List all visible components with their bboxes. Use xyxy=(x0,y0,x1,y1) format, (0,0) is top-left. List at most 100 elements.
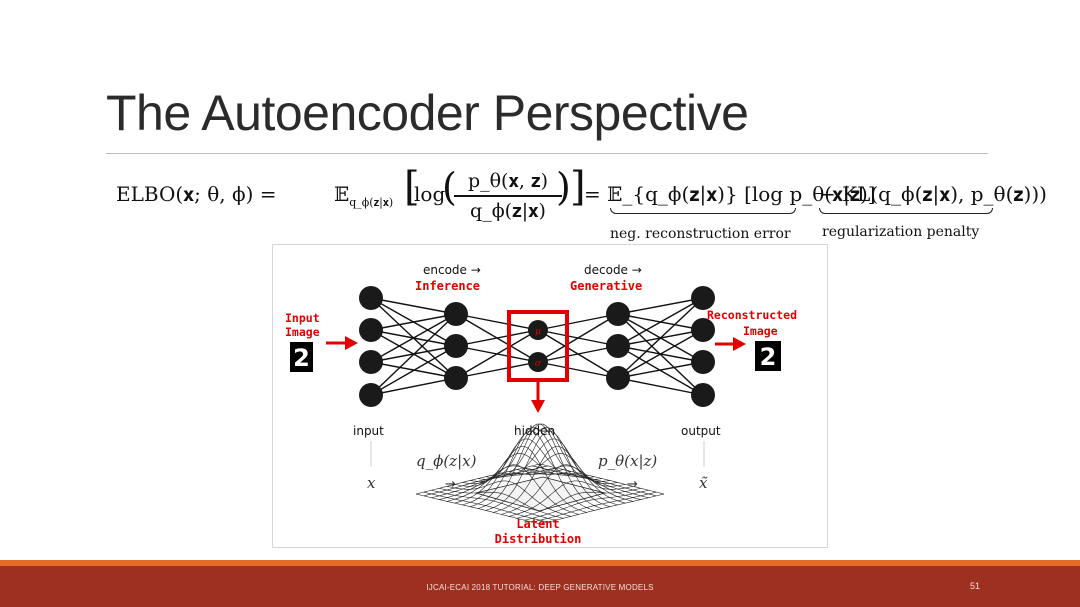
mesh-line-14-1 xyxy=(431,489,556,521)
node-encoder-2 xyxy=(444,366,468,390)
mesh-line-11-1 xyxy=(454,464,579,515)
edge-decoder-2-output-3 xyxy=(617,377,704,396)
q-phi-label: q_ϕ(z|x) xyxy=(416,452,477,470)
title-divider xyxy=(106,153,988,154)
node-input-3 xyxy=(359,383,383,407)
edge-encoder-1-latent-0 xyxy=(455,329,539,347)
mesh-line-15-1 xyxy=(423,491,548,523)
edge-decoder-2-output-2 xyxy=(617,361,704,379)
elbo-equation: ELBO(𝐱; θ, ϕ) = 𝔼q_ϕ(𝐳|𝐱) [ log ( p_θ(𝐱,… xyxy=(116,164,1047,248)
slide-title: The Autoencoder Perspective xyxy=(106,85,749,141)
latent-gaussian-surface xyxy=(415,423,665,525)
hidden-arrow-head xyxy=(531,400,545,413)
node-decoder-1 xyxy=(606,334,630,358)
output-arrow-head xyxy=(733,337,746,351)
input-digit: 2 xyxy=(293,344,310,372)
page-number: 51 xyxy=(970,581,981,591)
edge-latent-0-decoder-0 xyxy=(537,313,619,331)
edge-input-0-encoder-0 xyxy=(370,297,457,315)
edge-decoder-0-output-0 xyxy=(617,297,704,315)
label-reconstruction-error: neg. reconstruction error xyxy=(610,226,791,242)
mu-symbol: μ xyxy=(535,327,541,337)
equation-log: log xyxy=(414,182,446,206)
reconstructed-label-line2: Image xyxy=(743,324,778,338)
reconstructed-digit-image xyxy=(755,341,781,371)
edge-decoder-1-output-0 xyxy=(617,297,704,347)
node-output-3 xyxy=(691,383,715,407)
generative-label: Generative xyxy=(570,279,642,293)
decode-label: decode → xyxy=(584,263,642,277)
mesh-line-13-0 xyxy=(516,488,641,519)
node-decoder-0 xyxy=(606,302,630,326)
node-input-1 xyxy=(359,318,383,342)
footer-stripe xyxy=(0,560,1080,566)
p-arrow: → xyxy=(627,477,638,492)
input-image-label-line1: Input xyxy=(285,311,320,325)
edge-latent-1-decoder-1 xyxy=(537,345,619,363)
network-edges xyxy=(370,297,704,396)
equation-expectation: 𝔼q_ϕ(𝐳|𝐱) xyxy=(334,182,393,210)
mesh-line-16-0 xyxy=(539,493,665,525)
mesh-line-15-0 xyxy=(532,491,657,523)
mesh-line-13-1 xyxy=(439,488,564,519)
footer-band xyxy=(0,560,1080,607)
reconstructed-label-line1: Reconstructed xyxy=(707,308,797,322)
autoencoder-diagram: encode → Inference decode → Generative I… xyxy=(272,244,828,548)
edge-decoder-2-output-1 xyxy=(617,329,704,379)
fraction-numerator: p_θ(𝐱, 𝐳) xyxy=(467,170,549,192)
label-regularization-penalty: regularization penalty xyxy=(822,224,980,240)
p-theta-label: p_θ(x|z) xyxy=(598,452,657,470)
node-decoder-2 xyxy=(606,366,630,390)
node-encoder-0 xyxy=(444,302,468,326)
edge-input-1-encoder-0 xyxy=(370,313,457,331)
input-digit-image xyxy=(290,342,313,372)
footer-text: IJCAI-ECAI 2018 TUTORIAL: DEEP GENERATIV… xyxy=(426,583,654,592)
underbrace-reconstruction xyxy=(610,208,796,214)
edge-encoder-2-latent-0 xyxy=(455,329,539,379)
node-output-0 xyxy=(691,286,715,310)
input-image-label-line2: Image xyxy=(285,325,320,339)
edge-input-3-encoder-2 xyxy=(370,377,457,396)
node-latent-1 xyxy=(528,352,548,372)
node-input-0 xyxy=(359,286,383,310)
input-layer-label: input xyxy=(353,424,384,438)
node-input-2 xyxy=(359,350,383,374)
q-arrow: → xyxy=(445,477,456,492)
equation-kl-term: − KL(q_ϕ(𝐳|𝐱), p_θ(𝐳))) xyxy=(819,182,1047,206)
left-paren: ( xyxy=(442,165,457,209)
expectation-subscript: q_ϕ(𝐳|𝐱) xyxy=(349,196,394,209)
edge-latent-1-decoder-0 xyxy=(537,313,619,363)
sigma-symbol: σ xyxy=(535,359,542,369)
edge-input-3-encoder-1 xyxy=(370,345,457,396)
edge-decoder-2-output-0 xyxy=(617,297,704,379)
input-arrow-head xyxy=(345,336,358,350)
mesh-line-10-0 xyxy=(493,446,618,513)
mesh-line-11-0 xyxy=(501,464,626,515)
node-output-2 xyxy=(691,350,715,374)
mesh-line-10-1 xyxy=(462,446,587,513)
edge-encoder-2-latent-1 xyxy=(455,361,539,379)
left-bracket: [ xyxy=(404,164,420,210)
node-encoder-1 xyxy=(444,334,468,358)
mesh-line-14-0 xyxy=(524,489,649,521)
reconstructed-digit: 2 xyxy=(760,343,777,371)
edge-encoder-0-latent-0 xyxy=(455,313,539,331)
network-nodes xyxy=(359,286,715,407)
expectation-symbol: 𝔼 xyxy=(334,182,350,206)
equation-lhs: ELBO(𝐱; θ, ϕ) = xyxy=(116,182,277,206)
mesh-line-12-1 xyxy=(446,480,572,517)
network-svg: encode → Inference decode → Generative I… xyxy=(285,263,797,546)
output-layer-label: output xyxy=(681,424,721,438)
fraction-bar xyxy=(454,195,562,197)
mesh-line-16-1 xyxy=(415,493,541,525)
mesh-line-12-0 xyxy=(508,480,634,517)
right-paren: ) xyxy=(556,165,571,209)
mesh-line-8-1 xyxy=(477,423,603,509)
equation-reconstruction-term: = 𝔼_{q_ϕ(𝐳|𝐱)} [log p_θ(𝐱|𝐳)] xyxy=(584,182,876,206)
underbrace-regularization xyxy=(819,208,993,214)
x-symbol: x xyxy=(367,474,376,492)
latent-label-line1: Latent xyxy=(516,517,559,531)
right-bracket: ] xyxy=(570,164,586,210)
edge-latent-1-decoder-2 xyxy=(537,361,619,379)
